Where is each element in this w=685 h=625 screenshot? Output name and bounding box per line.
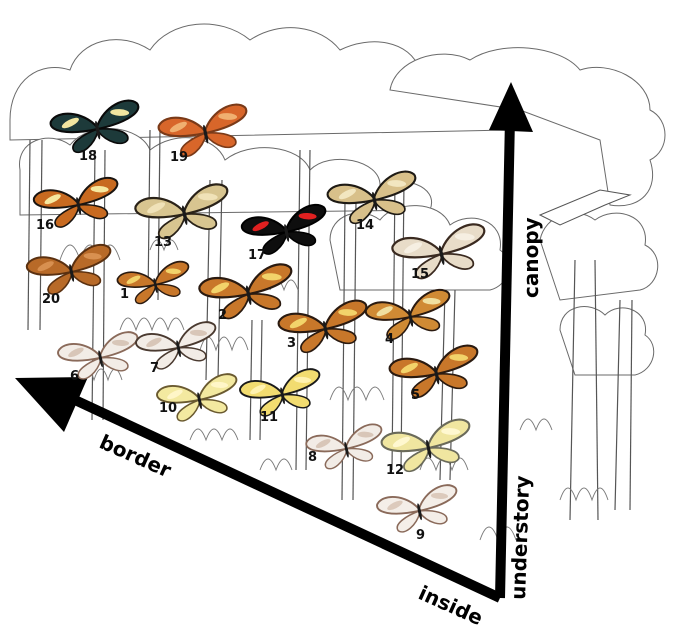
butterfly-number-label: 9 [416, 528, 425, 543]
butterfly-10 [156, 372, 243, 425]
butterfly-number-label: 4 [385, 332, 394, 347]
canopy-outline-far-right [540, 213, 658, 300]
butterfly-number-label: 14 [356, 218, 374, 233]
butterfly-number-label: 19 [170, 150, 188, 165]
understory-label: understory [506, 475, 534, 600]
butterfly-number-label: 11 [260, 410, 278, 425]
butterfly-4 [364, 288, 455, 344]
butterfly-number-label: 17 [248, 248, 266, 263]
butterfly-20 [25, 243, 116, 299]
canopy-label: canopy [519, 217, 543, 298]
butterfly-number-label: 1 [120, 287, 129, 302]
butterfly-number-label: 8 [308, 450, 317, 465]
butterfly-number-label: 10 [159, 401, 177, 416]
butterfly-number-label: 15 [411, 267, 429, 282]
butterfly-7 [135, 320, 222, 373]
butterfly-number-label: 7 [150, 361, 159, 376]
butterfly-number-label: 2 [218, 308, 227, 323]
butterfly-11 [239, 367, 326, 420]
butterfly-8 [305, 422, 387, 472]
butterfly-number-label: 18 [79, 149, 97, 164]
butterfly-2 [198, 262, 299, 323]
butterfly-number-label: 16 [36, 218, 54, 233]
butterfly-number-label: 20 [42, 292, 60, 307]
butterfly-number-label: 13 [154, 235, 172, 250]
butterfly-number-label: 12 [386, 463, 404, 478]
butterfly-number-label: 3 [287, 336, 296, 351]
butterfly-number-label: 6 [70, 369, 79, 384]
butterfly-number-label: 5 [411, 388, 420, 403]
